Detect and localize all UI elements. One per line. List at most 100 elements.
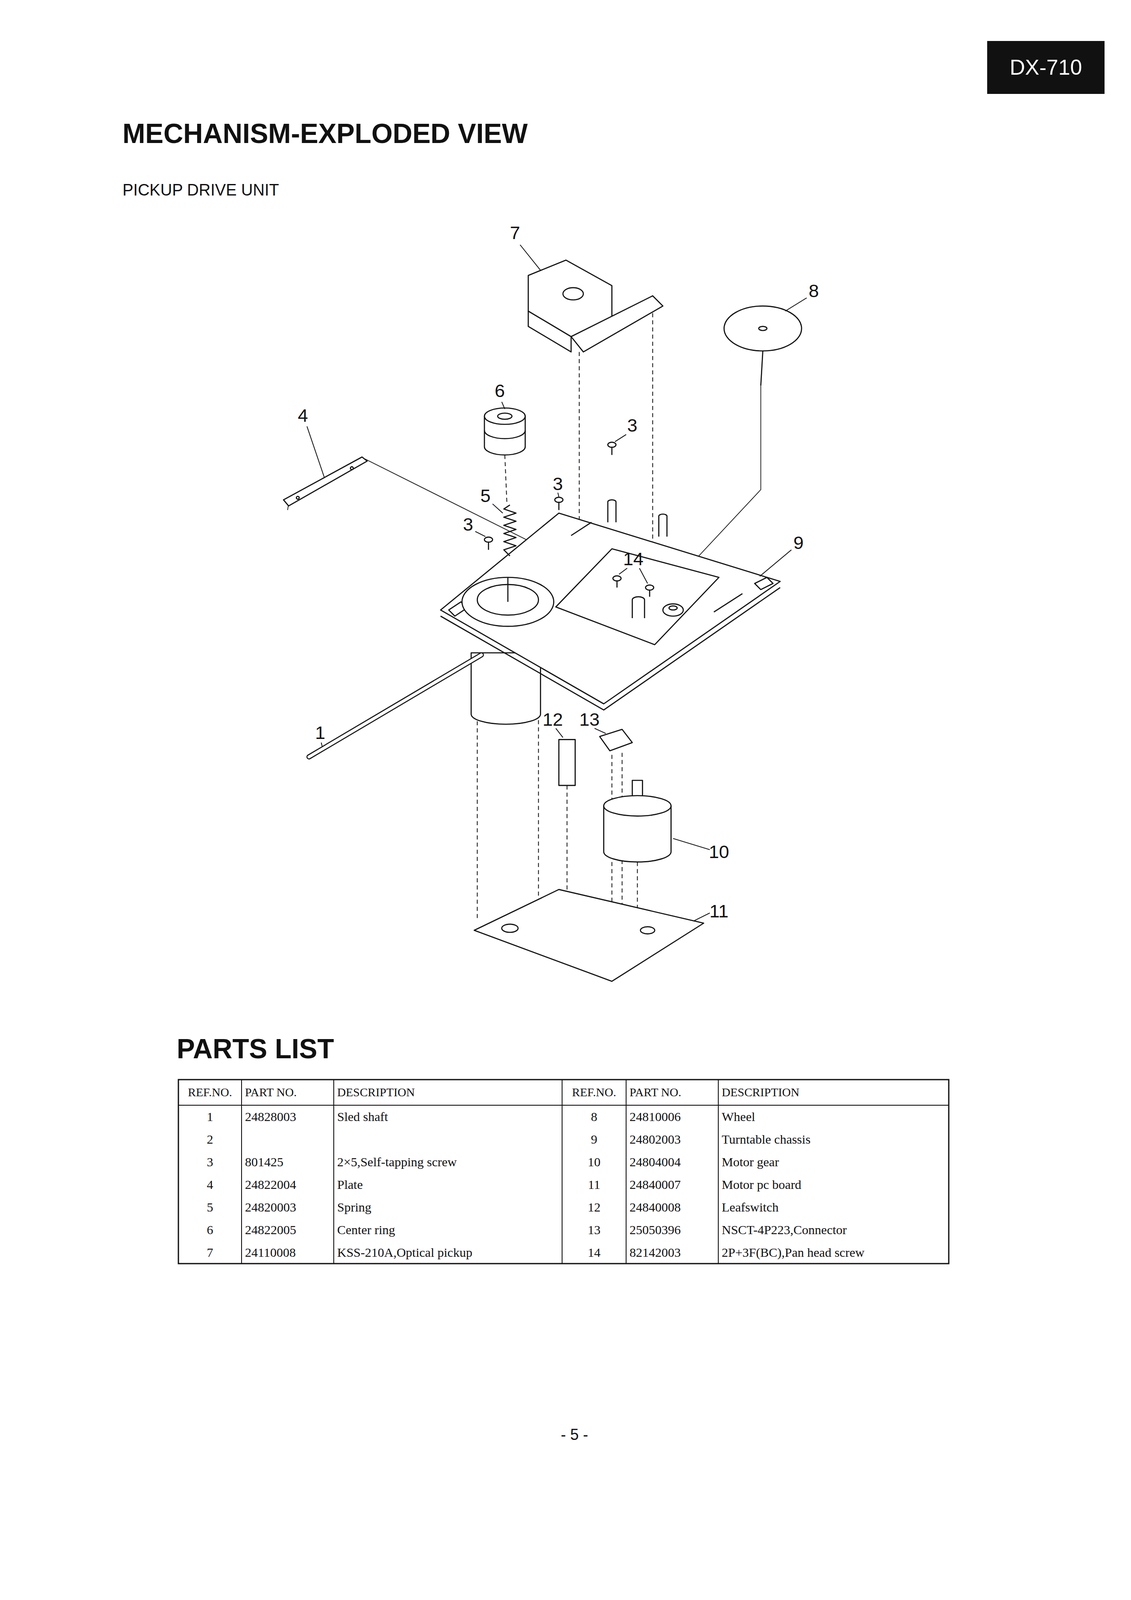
callout-number: 7 xyxy=(510,221,521,243)
illustration-part xyxy=(487,541,490,550)
table-cell: 24820003 xyxy=(244,1195,331,1219)
illustration-part xyxy=(639,568,648,584)
callout-number: 14 xyxy=(623,548,644,570)
illustration-part xyxy=(440,513,781,704)
illustration-part xyxy=(554,497,563,503)
table-cell: 2 xyxy=(181,1127,239,1151)
illustration-part xyxy=(759,549,792,577)
illustration-part xyxy=(178,1079,949,1264)
table-cell: 1 xyxy=(181,1104,239,1128)
table-cell: 12 xyxy=(565,1195,623,1219)
illustration-part xyxy=(333,1079,335,1264)
illustration-part xyxy=(724,306,802,351)
callout-number: 10 xyxy=(708,841,730,863)
table-cell: REF.NO. xyxy=(181,1079,239,1105)
table-grid xyxy=(178,1079,949,1264)
illustration-part xyxy=(474,889,704,982)
table-cell: 24822005 xyxy=(244,1218,331,1241)
illustration-part xyxy=(571,521,592,536)
illustration-part xyxy=(618,568,627,575)
illustration-part xyxy=(662,603,684,617)
illustration-part xyxy=(555,548,719,645)
table-cell: Plate xyxy=(337,1172,559,1196)
illustration-part xyxy=(625,1079,627,1264)
illustration-part xyxy=(306,426,325,478)
table-cell: 14 xyxy=(565,1240,623,1264)
illustration-part xyxy=(484,430,526,439)
illustration-part xyxy=(693,912,710,922)
table-cell: 2×5,Self-tapping screw xyxy=(337,1150,559,1173)
page-title: MECHANISM-EXPLODED VIEW xyxy=(122,117,528,150)
illustration-part xyxy=(178,1104,949,1106)
table-cell: 801425 xyxy=(244,1150,331,1173)
illustration-part xyxy=(640,926,655,934)
table-cell: DESCRIPTION xyxy=(721,1079,946,1105)
callout-number: 12 xyxy=(542,708,563,730)
table-cell: 25050396 xyxy=(629,1218,715,1241)
callout-number: 3 xyxy=(627,414,638,436)
callout-number: 3 xyxy=(552,472,563,494)
illustration-part xyxy=(616,580,618,588)
model-badge: DX-710 xyxy=(987,40,1105,94)
illustration-part xyxy=(350,466,354,470)
table-cell: Sled shaft xyxy=(337,1104,559,1128)
table-cell: 3 xyxy=(181,1150,239,1173)
table-cell: Motor gear xyxy=(721,1150,946,1173)
table-cell: PART NO. xyxy=(629,1079,715,1105)
table-cell: 7 xyxy=(181,1240,239,1264)
table-cell: 9 xyxy=(565,1127,623,1151)
illustration-part xyxy=(501,401,505,409)
illustration-part xyxy=(484,408,526,425)
table-cell: 5 xyxy=(181,1195,239,1219)
illustration-part xyxy=(306,244,807,921)
illustration-part xyxy=(528,311,572,353)
illustration-part xyxy=(476,714,478,919)
section-heading: PICKUP DRIVE UNIT xyxy=(122,180,280,200)
illustration-part xyxy=(503,504,516,556)
illustration-part xyxy=(492,503,503,514)
callout-number: 3 xyxy=(463,513,474,535)
callout-number: 11 xyxy=(709,900,729,922)
illustration-part xyxy=(612,575,621,581)
table-cell: 24802003 xyxy=(629,1127,715,1151)
table-cell: Motor pc board xyxy=(721,1172,946,1196)
callout-number: 8 xyxy=(808,280,820,302)
illustration-part xyxy=(578,351,580,536)
table-cell: 13 xyxy=(565,1218,623,1241)
table-cell: 11 xyxy=(565,1172,623,1196)
illustration-part xyxy=(714,593,743,613)
section-heading: PARTS LIST xyxy=(176,1032,335,1065)
page-number: - 5 - xyxy=(560,1425,589,1444)
table-cell: 4 xyxy=(181,1172,239,1196)
illustration-part xyxy=(758,326,767,331)
callout-number: 9 xyxy=(793,532,804,554)
illustration-part xyxy=(484,442,654,597)
illustration-part xyxy=(615,434,627,442)
illustration-part xyxy=(603,795,672,817)
table-cell: 24828003 xyxy=(244,1104,331,1128)
callout-number: 6 xyxy=(494,380,505,402)
illustration-part xyxy=(497,413,512,420)
exploded-view xyxy=(283,244,807,981)
illustration-part xyxy=(520,244,541,271)
illustration-part xyxy=(241,1079,242,1264)
illustration-part xyxy=(471,652,541,724)
illustration-part xyxy=(558,739,575,786)
table-cell: 24840008 xyxy=(629,1195,715,1219)
illustration-part xyxy=(754,577,773,590)
table-cell: 24840007 xyxy=(629,1172,715,1196)
illustration-part xyxy=(669,605,678,610)
illustration-part xyxy=(308,654,482,757)
illustration-part xyxy=(611,446,613,455)
table-cell: 8 xyxy=(565,1104,623,1128)
illustration-part xyxy=(504,454,508,502)
illustration-part xyxy=(607,499,616,523)
table-cell: Turntable chassis xyxy=(721,1127,946,1151)
table-cell: 24110008 xyxy=(244,1240,331,1264)
callout-number: 5 xyxy=(480,485,491,507)
table-cell: 24822004 xyxy=(244,1172,331,1196)
illustration-part xyxy=(475,531,486,537)
illustration-part xyxy=(785,297,807,312)
model-name: DX-710 xyxy=(1009,55,1083,80)
